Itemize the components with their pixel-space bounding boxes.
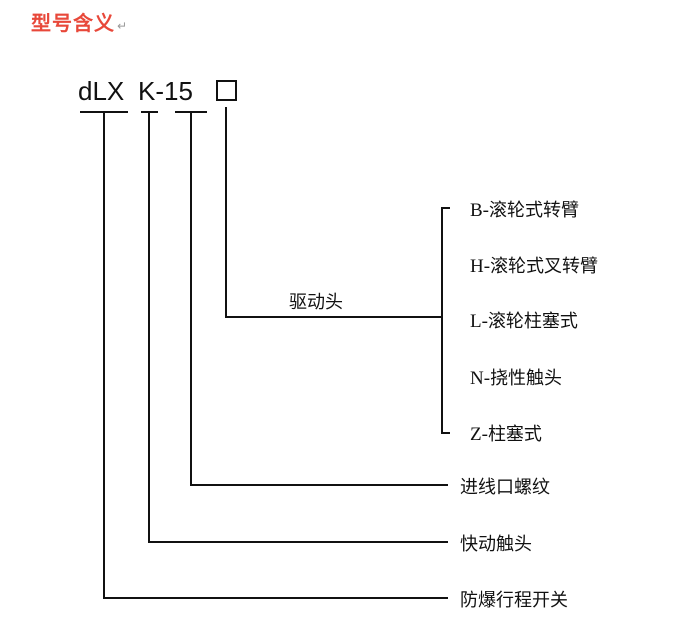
connector-fast-contact xyxy=(148,112,448,543)
options-bracket xyxy=(441,207,450,434)
drive-option-z: Z-柱塞式 xyxy=(470,420,542,446)
title-text: 型号含义 xyxy=(31,11,115,35)
option-name: 柱塞式 xyxy=(487,424,542,445)
drive-head-label: 驱动头 xyxy=(289,292,343,313)
connector-explosion-proof xyxy=(103,112,448,599)
option-code: N- xyxy=(470,368,491,389)
meaning-thread: 进线口螺纹 xyxy=(460,477,550,498)
drive-option-b: B-滚轮式转臂 xyxy=(470,196,579,222)
model-placeholder-box xyxy=(216,80,237,101)
drive-option-n: N-挠性触头 xyxy=(470,364,562,390)
drive-option-l: L-滚轮柱塞式 xyxy=(470,307,578,333)
option-name: 挠性触头 xyxy=(490,368,563,389)
option-code: Z- xyxy=(470,424,488,445)
option-code: L- xyxy=(470,311,488,332)
connector-thread xyxy=(190,112,448,486)
option-code: B- xyxy=(470,200,489,221)
model-prefix: dLX xyxy=(78,76,125,106)
option-name: 滚轮柱塞式 xyxy=(487,311,578,332)
option-code: H- xyxy=(470,256,491,277)
meaning-fast-contact: 快动触头 xyxy=(460,534,532,555)
model-series: K-15 xyxy=(138,76,193,106)
return-mark-icon: ↵ xyxy=(117,19,129,33)
option-name: 滚轮式叉转臂 xyxy=(490,256,599,277)
option-name: 滚轮式转臂 xyxy=(489,200,579,221)
page-title: 型号含义↵ xyxy=(31,7,128,36)
meaning-explosion-proof: 防爆行程开关 xyxy=(460,590,568,611)
drive-option-h: H-滚轮式叉转臂 xyxy=(470,252,598,278)
connector-drive-head xyxy=(225,107,442,318)
